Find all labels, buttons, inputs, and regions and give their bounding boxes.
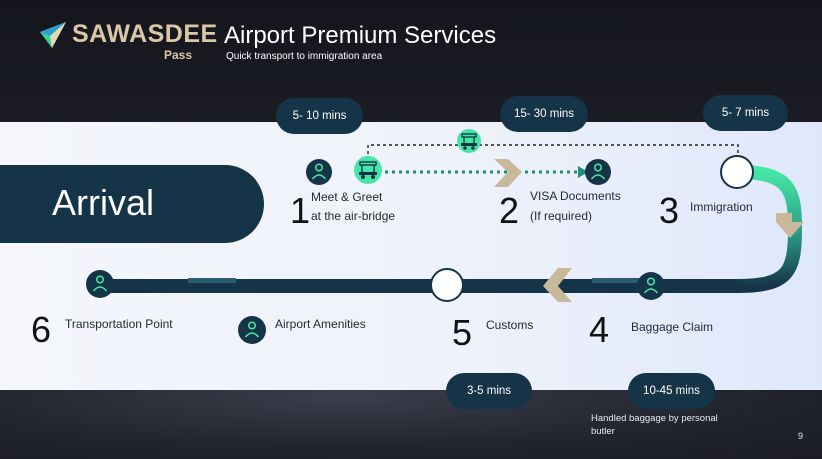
- duration-customs: 3-5 mins: [446, 373, 532, 409]
- arrival-banner: [0, 165, 264, 243]
- arrival-title: Arrival: [52, 182, 155, 223]
- step-label-baggage-claim: Baggage Claim: [631, 320, 714, 334]
- cart-shuttle-path: [367, 144, 739, 160]
- chevron-down-icon: [776, 213, 804, 238]
- step-number-4: 4: [589, 309, 610, 350]
- chevron-right-icon: [494, 159, 522, 187]
- person-icon: [238, 316, 266, 344]
- brand-subname: Pass: [164, 48, 193, 62]
- page-title: Airport Premium Services: [224, 22, 497, 49]
- logo-mark-icon: [40, 22, 66, 48]
- page-subtitle: Quick transport to immigration area: [226, 51, 383, 62]
- immigration-checkpoint-marker: [720, 155, 754, 189]
- person-icon: [585, 159, 611, 185]
- header-band: [0, 0, 822, 122]
- person-icon: [637, 272, 665, 300]
- golf-cart-icon: [457, 129, 481, 153]
- baggage-note: Handled baggage by personal: [591, 413, 718, 424]
- chevron-left-icon: [543, 268, 572, 302]
- step-number-3: 3: [659, 190, 680, 231]
- step-label-visa: VISA Documents: [530, 189, 621, 203]
- person-icon: [86, 270, 114, 298]
- airport-amenities-label: Airport Amenities: [275, 317, 366, 331]
- step-number-6: 6: [31, 309, 52, 350]
- route-highlight: [188, 278, 236, 283]
- brand-name: SAWASDEE: [72, 20, 218, 48]
- duration-meet-greet: 5- 10 mins: [276, 98, 363, 134]
- person-icon: [306, 159, 332, 185]
- step-label-transportation: Transportation Point: [65, 317, 173, 331]
- step-sublabel-visa: (If required): [530, 209, 593, 223]
- duration-immigration: 5- 7 mins: [703, 95, 788, 131]
- duration-baggage: 10-45 mins: [628, 373, 715, 409]
- step-number-5: 5: [452, 312, 473, 353]
- route-highlight: [592, 278, 640, 283]
- step-number-1: 1: [290, 190, 311, 231]
- page-number: 9: [798, 431, 804, 441]
- customs-checkpoint-marker: [430, 268, 464, 302]
- arrow-head-icon: [578, 166, 588, 178]
- duration-visa: 15- 30 mins: [500, 96, 588, 132]
- step-number-2: 2: [499, 190, 520, 231]
- baggage-note-line2: butler: [591, 426, 615, 437]
- step-label-meet-greet: Meet & Greet: [311, 190, 383, 204]
- step-label-customs: Customs: [486, 318, 534, 332]
- golf-cart-icon: [354, 156, 382, 184]
- step-sublabel-meet-greet: at the air-bridge: [311, 209, 396, 223]
- step-label-immigration: Immigration: [690, 200, 753, 214]
